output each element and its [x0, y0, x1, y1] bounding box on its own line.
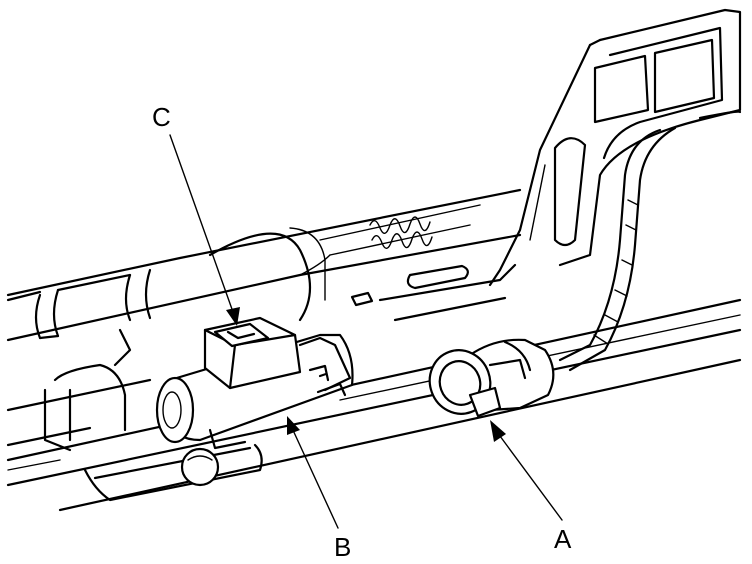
- arrowhead-a: [490, 420, 506, 442]
- connector-c: [203, 316, 302, 390]
- arrowhead-b: [287, 416, 300, 435]
- arrowhead-c: [226, 307, 240, 326]
- leader-line-a: [496, 431, 563, 521]
- connector-a: [428, 338, 555, 418]
- leader-line-c: [169, 134, 234, 313]
- upper-right-bracket: [488, 8, 742, 372]
- callout-b: B: [287, 416, 351, 562]
- body-rail: [6, 188, 742, 512]
- callout-c: C: [152, 102, 240, 326]
- leader-line-b: [291, 427, 339, 529]
- label-b: B: [334, 532, 351, 562]
- label-a: A: [554, 524, 572, 554]
- connector-b: [155, 333, 354, 450]
- label-c: C: [152, 102, 171, 132]
- callout-a: A: [490, 420, 572, 554]
